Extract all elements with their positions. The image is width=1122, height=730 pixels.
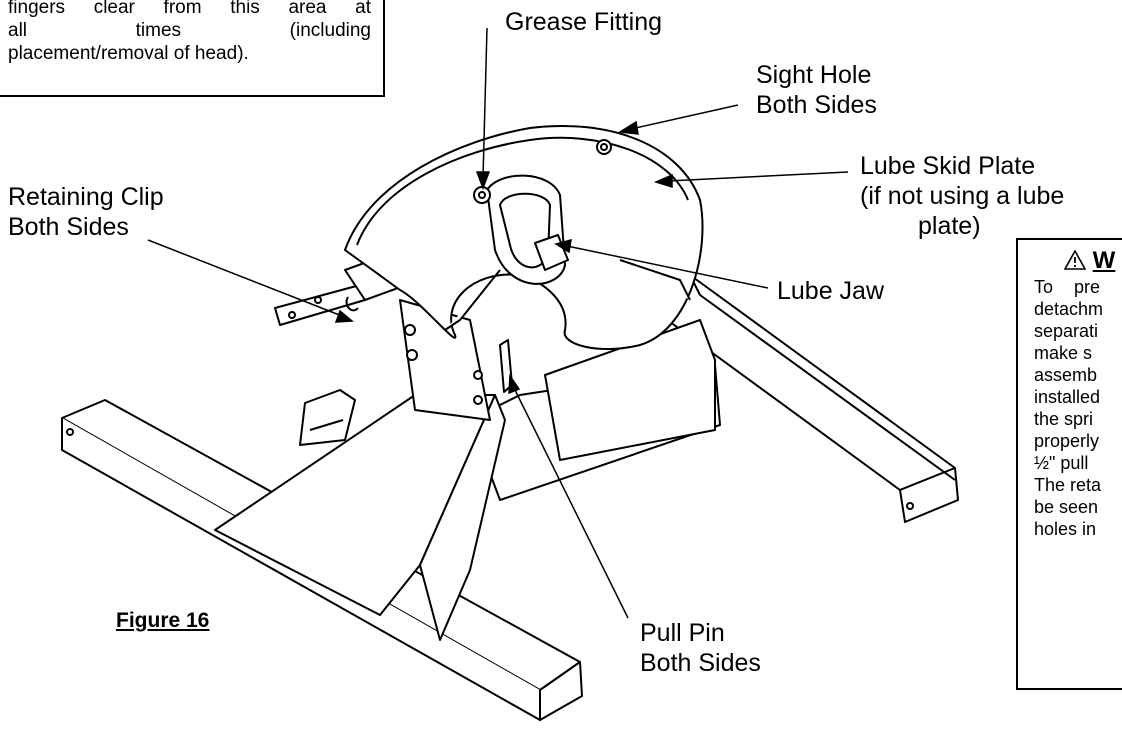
warning-line: installed (1034, 387, 1101, 407)
retaining-clip-leader (147, 239, 343, 317)
warning-line: To pre (1034, 277, 1101, 297)
retaining-clip (345, 296, 359, 312)
warning-line: properly (1034, 431, 1100, 451)
warning-line: be seen (1034, 497, 1099, 517)
grease-fitting-leader (482, 27, 488, 179)
retaining-clip-label: Retaining Clip Both Sides (8, 183, 164, 241)
warning-heading: W (1034, 246, 1122, 276)
grease-fitting-label: Grease Fitting (505, 8, 663, 36)
warning-line: make s (1034, 343, 1093, 363)
sight-hole (596, 139, 612, 155)
figure-label: Figure 16 (116, 609, 210, 632)
lube-skid-plate-leader (667, 171, 849, 182)
warning-line: separati (1034, 321, 1099, 341)
grease-fitting (473, 186, 491, 204)
warning-line: ½" pull (1034, 453, 1089, 473)
warning-line: The reta (1034, 475, 1102, 495)
pull-pin-label: Pull Pin Both Sides (640, 619, 761, 677)
lube-jaw-leader (566, 245, 769, 289)
sight-hole-leader (630, 104, 739, 130)
caution-note-line: placement/removal of head). (8, 43, 249, 64)
rear-pedestal (544, 319, 716, 461)
pull-pin-leader (513, 387, 629, 619)
caution-note-line: all times (including (8, 20, 371, 41)
fifth-wheel-head (344, 124, 704, 351)
warning-line: holes in (1034, 519, 1097, 539)
warning-triangle-icon (1063, 249, 1087, 270)
warning-box: W To pre detachm separati make s assemb … (1016, 238, 1122, 690)
caution-note-box: fingers clear from this area at all time… (0, 0, 385, 97)
warning-line: detachm (1034, 299, 1104, 319)
caution-note-line: fingers clear from this area at (8, 0, 371, 18)
sight-hole-label: Sight Hole Both Sides (756, 61, 877, 119)
warning-line: the spri (1034, 409, 1094, 429)
lube-skid-plate-label: Lube Skid Plate (if not using a lube pla… (860, 152, 1065, 240)
warning-line: assemb (1034, 365, 1098, 385)
lube-jaw-label: Lube Jaw (777, 277, 885, 305)
front-pedestal (214, 389, 506, 641)
